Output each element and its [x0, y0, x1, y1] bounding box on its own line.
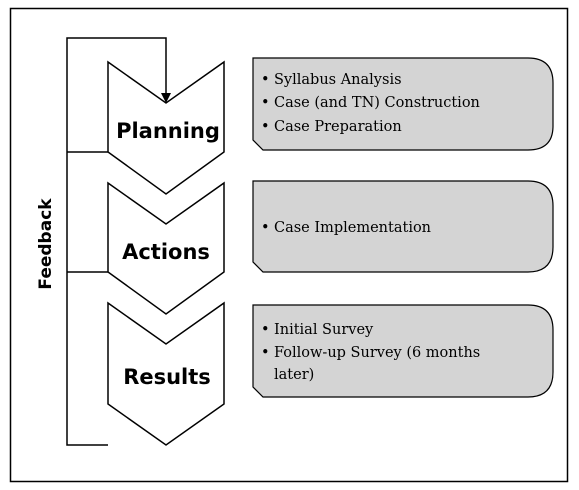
planning-bullet-2: • [261, 95, 270, 111]
planning-chevron [107, 60, 225, 195]
results-bullet-1: • [261, 322, 270, 338]
results-chevron [107, 301, 225, 446]
feedback-arrowhead [161, 93, 171, 103]
results-box [252, 304, 554, 398]
outer-frame [9, 7, 569, 483]
planning-box [252, 57, 554, 151]
planning-item-2: Case (and TN) Construction [274, 95, 480, 111]
feedback-label: Feedback [36, 198, 56, 290]
actions-bullet-1: • [261, 220, 270, 236]
actions-chevron [107, 181, 225, 315]
results-bullet-2: • [261, 345, 270, 361]
planning-bullet-3: • [261, 119, 270, 135]
actions-item-1: Case Implementation [274, 220, 431, 236]
actions-box [252, 180, 554, 273]
planning-item-1: Syllabus Analysis [274, 72, 402, 88]
stage-label-results: Results [123, 365, 211, 389]
planning-item-3: Case Preparation [274, 119, 402, 135]
feedback-loop-line [66, 37, 167, 446]
results-item-2: Follow-up Survey (6 months [274, 345, 480, 361]
stage-label-planning: Planning [116, 119, 220, 143]
planning-bullet-1: • [261, 72, 270, 88]
results-item-3: later) [274, 367, 314, 383]
results-item-1: Initial Survey [274, 322, 374, 338]
stage-label-actions: Actions [122, 240, 210, 264]
